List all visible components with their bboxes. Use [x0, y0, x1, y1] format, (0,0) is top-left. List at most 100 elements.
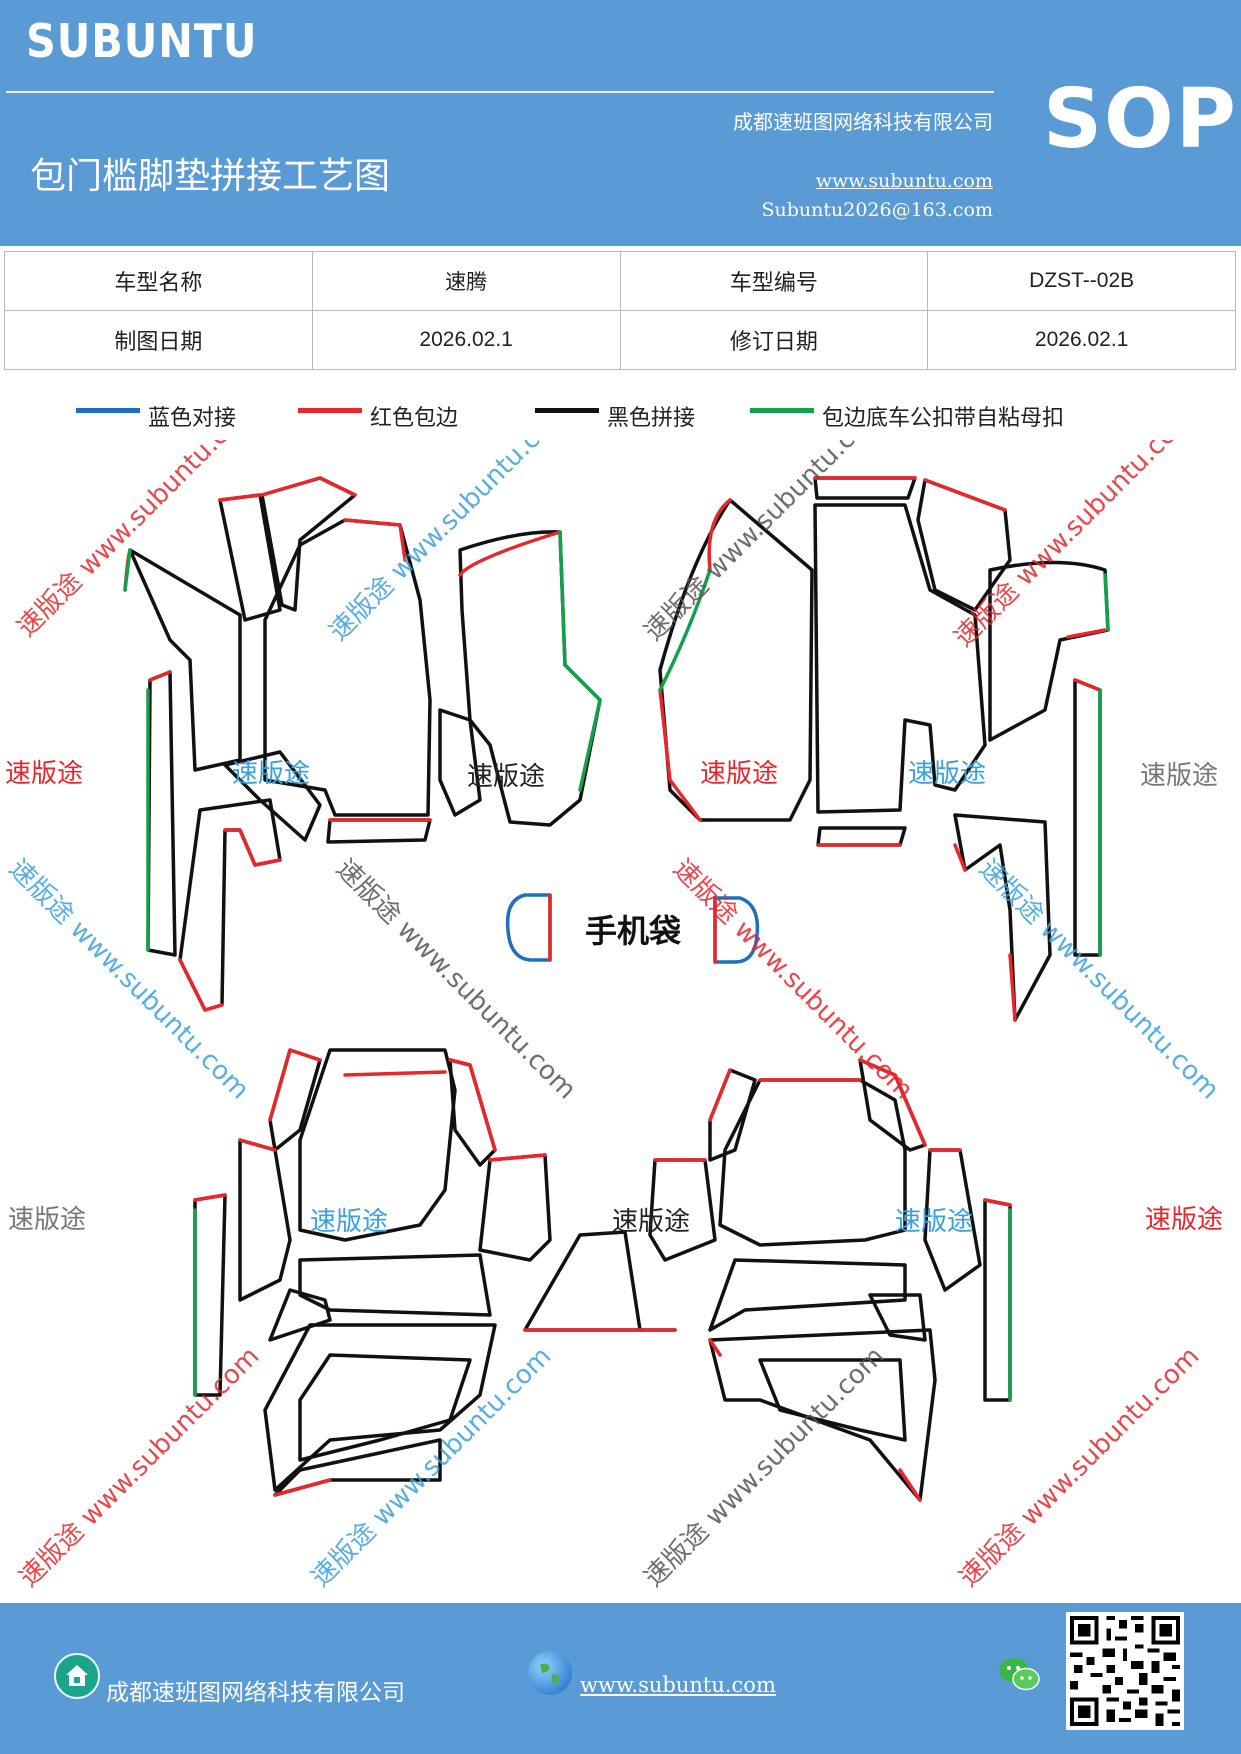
watermark-diagonal: 速版途 www.subuntu.com: [306, 1341, 558, 1593]
mat-piece: [298, 1253, 492, 1317]
mat-piece: [223, 750, 322, 842]
mat-piece: [988, 560, 1110, 742]
mat-piece: [146, 670, 177, 957]
mat-edge-red: [273, 1478, 332, 1497]
phone-bag-label: 手机袋: [585, 912, 681, 950]
website-link[interactable]: www.subuntu.com: [815, 170, 993, 192]
mat-piece: [708, 1328, 937, 1502]
mat-piece: [326, 818, 432, 844]
mat-piece: [983, 1198, 1012, 1402]
mat-piece: [263, 1323, 497, 1492]
mat-edge-red: [343, 518, 407, 562]
mat-edge-green: [558, 530, 602, 792]
mat-piece: [708, 1258, 907, 1332]
watermark-label: 速版途: [310, 1207, 388, 1237]
legend-label-blue: 蓝色对接: [148, 406, 237, 431]
watermark-label: 速版途: [1145, 1205, 1223, 1235]
mat-edge-green: [658, 568, 712, 692]
mat-piece: [478, 1153, 552, 1262]
watermark-diagonal: 速版途 www.subuntu.com: [639, 1341, 891, 1593]
mat-piece: [298, 1048, 457, 1242]
watermark-label: 速版途: [700, 759, 778, 789]
watermark-diagonal: 速版途 www.subuntu.com: [954, 1341, 1206, 1593]
mat-edge-red: [148, 670, 172, 682]
mat-edge-red: [1073, 678, 1102, 692]
info-table: 车型名称 速腾 车型编号 DZST--02B 制图日期 2026.02.1 修订…: [4, 251, 1236, 370]
mat-edge-red: [448, 1058, 497, 1152]
mat-piece: [238, 1138, 292, 1302]
watermark-diagonal: 速版途 www.subuntu.com: [14, 1341, 266, 1593]
draw-date-label: 制图日期: [4, 310, 313, 370]
mat-piece: [718, 1078, 907, 1247]
email-address: Subuntu2026@163.com: [761, 199, 993, 221]
mat-piece: [813, 503, 987, 814]
mat-piece: [758, 1358, 907, 1442]
mat-piece: [458, 530, 602, 827]
mat-edge-red: [260, 476, 357, 497]
legend-label-red: 红色包边: [370, 406, 459, 431]
watermark-label: 速版途: [467, 762, 545, 792]
page-title: 包门槛脚垫拼接工艺图: [30, 156, 391, 197]
watermark-label: 速版途: [895, 1207, 973, 1237]
legend-item-red: 红色包边: [298, 400, 458, 432]
watermark-diagonal: 速版途 www.subuntu.com: [639, 440, 891, 647]
home-icon: [54, 1653, 100, 1699]
legend-label-black: 黑色拼接: [607, 406, 696, 431]
legend-swatch-red: [298, 407, 362, 413]
mat-edge-red: [238, 1138, 277, 1152]
mat-piece: [868, 1293, 927, 1342]
phone-bag-right: [713, 896, 760, 964]
watermark-diagonal: 速版途 www.subuntu.com: [3, 854, 255, 1106]
model-name-value: 速腾: [311, 251, 621, 311]
header-divider: [6, 91, 994, 93]
mat-piece: [268, 1288, 332, 1342]
mat-piece: [523, 1230, 677, 1332]
legend-swatch-black: [535, 407, 599, 413]
mat-edge-green: [1103, 573, 1110, 632]
model-code-label: 车型编号: [619, 251, 929, 311]
draw-date-value: 2026.02.1: [311, 310, 621, 370]
mat-piece: [813, 476, 917, 500]
watermark-diagonal: 速版途 www.subuntu.com: [949, 440, 1201, 653]
watermark-label: 速版途: [232, 759, 310, 789]
watermark-diagonal: 速版途 www.subuntu.com: [330, 854, 582, 1106]
globe-icon: [528, 1651, 572, 1695]
watermark-label: 速版途: [8, 1205, 86, 1235]
mat-edge-red: [343, 1070, 447, 1077]
legend-swatch-blue: [76, 407, 140, 413]
mat-edge-red: [658, 498, 732, 822]
footer-website[interactable]: www.subuntu.com: [580, 1673, 776, 1697]
model-code-value: DZST--02B: [927, 251, 1236, 311]
mat-front-left: [123, 476, 602, 1012]
mat-edge-red: [178, 828, 282, 1012]
revise-date-value: 2026.02.1: [927, 310, 1236, 370]
mat-edge-red: [458, 530, 562, 577]
footer-company: 成都速班图网络科技有限公司: [106, 1680, 405, 1706]
watermark-label: 速版途: [5, 759, 83, 789]
header-banner: SUBUNTU 包门槛脚垫拼接工艺图 成都速班图网络科技有限公司 www.sub…: [0, 0, 1241, 246]
mat-edge-red: [983, 1198, 1012, 1207]
mat-piece: [128, 548, 242, 772]
mat-edge-green: [123, 548, 132, 592]
revise-date-label: 修订日期: [619, 310, 929, 370]
qr-code: [1066, 1612, 1184, 1730]
floor-mat-diagram: 速版途 速版途 速版途 速版途 速版途 速版途 速版途 速版途 速版途 速版途 …: [3, 440, 1225, 1593]
mat-edge-red: [858, 1058, 927, 1147]
mat-rear-left: [193, 1048, 677, 1497]
legend-item-green: 包边底车公扣带自粘母扣: [750, 400, 1064, 432]
watermark-diagonal: 速版途 www.subuntu.com: [324, 440, 576, 647]
sop-badge: SOP: [1043, 72, 1238, 167]
footer-banner: 成都速班图网络科技有限公司 www.subuntu.com: [0, 1603, 1241, 1754]
model-name-label: 车型名称: [4, 251, 313, 311]
mat-piece: [816, 826, 907, 847]
mat-edge-red: [708, 1068, 732, 1122]
mat-rear-right: [648, 1058, 1012, 1502]
table-row: 制图日期 2026.02.1 修订日期 2026.02.1: [4, 310, 1236, 370]
wechat-icon[interactable]: [996, 1655, 1042, 1695]
watermark-diagonal: 速版途 www.subuntu.com: [12, 440, 264, 643]
mat-edge-red: [268, 1048, 322, 1122]
legend: 蓝色对接 红色包边 黑色拼接 包边底车公扣带自粘母扣: [0, 400, 1241, 440]
mat-front-right: [658, 476, 1110, 1022]
mat-piece: [273, 1438, 442, 1497]
mat-edge-red: [488, 1153, 547, 1162]
